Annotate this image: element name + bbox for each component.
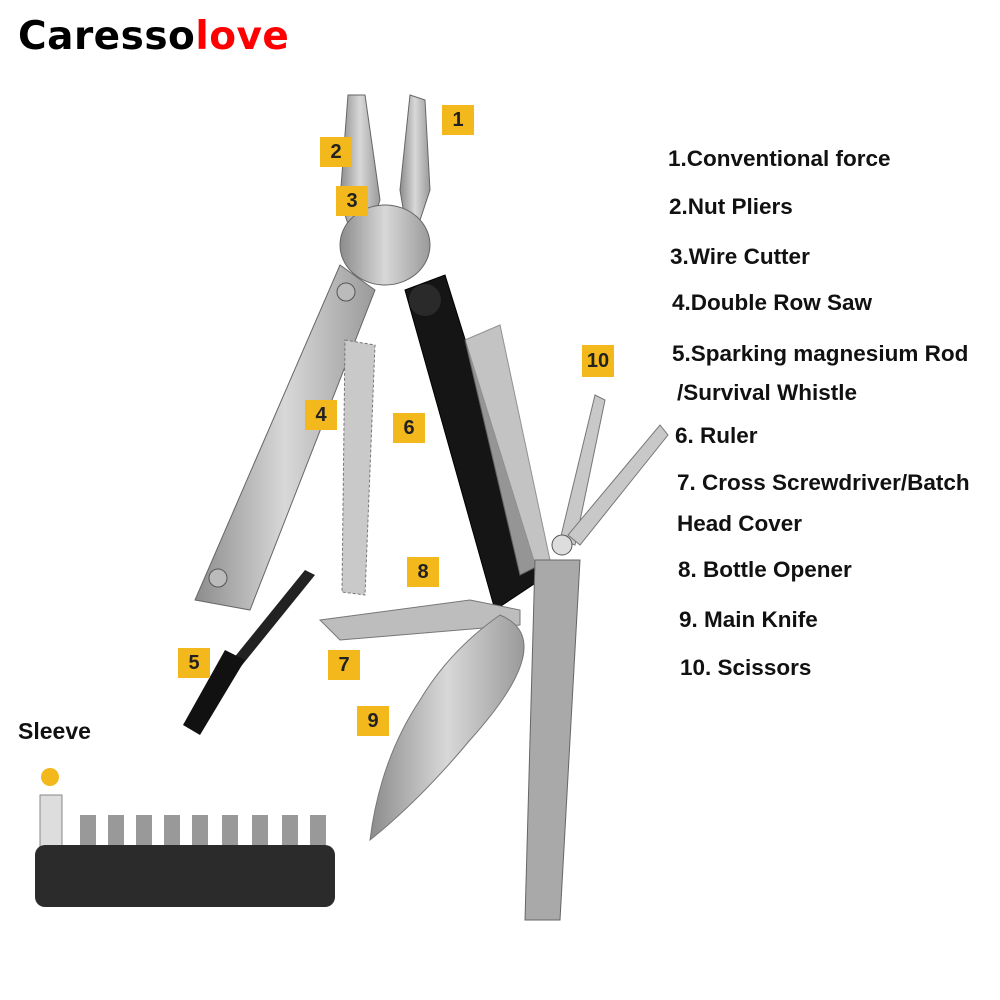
scissors-blade-2 — [567, 424, 669, 546]
badge-5: 5 — [178, 648, 210, 678]
badge-6: 6 — [393, 413, 425, 443]
feature-5: 5.Sparking magnesium Rod — [672, 341, 969, 366]
feature-10: 10. Scissors — [680, 655, 812, 680]
badge-4: 4 — [305, 400, 337, 430]
plier-pivot — [339, 204, 431, 286]
feature-4: 4.Double Row Saw — [672, 290, 873, 315]
logo-part-2: love — [195, 14, 290, 59]
badge-2: 2 — [320, 137, 352, 167]
logo-part-1: Caresso — [18, 14, 196, 59]
feature-8: 8. Bottle Opener — [678, 557, 852, 582]
badge-1: 1 — [442, 105, 474, 135]
sleeve-marker — [41, 768, 59, 786]
badge-7: 7 — [328, 650, 360, 680]
left-handle — [194, 264, 376, 611]
scissors-blade-1 — [559, 394, 606, 546]
feature-9: 9. Main Knife — [679, 607, 818, 632]
feature-1: 1.Conventional force — [668, 146, 891, 171]
badge-8: 8 — [407, 557, 439, 587]
feature-7-cont: Head Cover — [677, 511, 803, 536]
feature-6: 6. Ruler — [675, 423, 758, 448]
feature-3: 3.Wire Cutter — [670, 244, 810, 269]
feature-5-cont: /Survival Whistle — [677, 380, 858, 405]
badge-10: 10 — [582, 345, 614, 377]
brand-logo: Caressolove — [18, 14, 289, 59]
sleeve-label: Sleeve — [18, 718, 91, 744]
feature-7: 7. Cross Screwdriver/Batch — [677, 470, 970, 495]
bit-set — [35, 794, 335, 907]
scissors-handle — [524, 559, 581, 921]
feature-2: 2.Nut Pliers — [669, 194, 793, 219]
badge-9: 9 — [357, 706, 389, 736]
badge-3: 3 — [336, 186, 368, 216]
saw-blade — [341, 339, 376, 596]
screwdriver-bit — [318, 599, 521, 641]
main-knife — [369, 614, 525, 842]
magnesium-rod — [220, 570, 315, 680]
